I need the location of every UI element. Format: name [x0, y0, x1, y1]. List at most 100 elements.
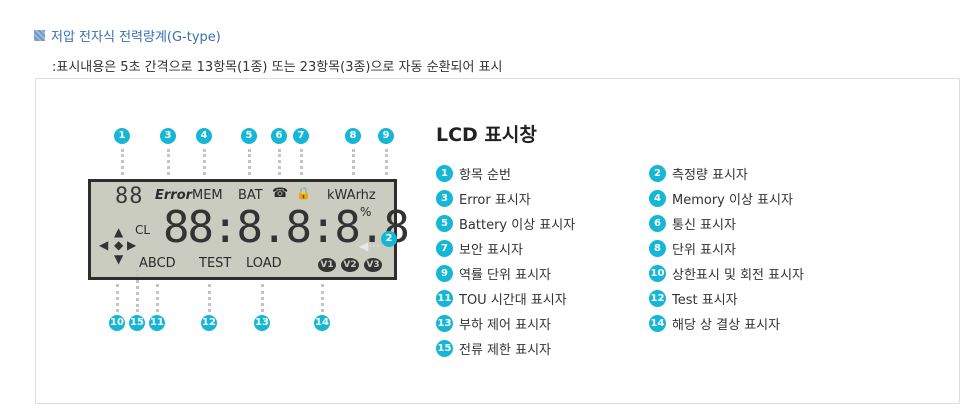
leader-line — [167, 149, 170, 175]
legend-item: 9 역률 단위 표시자 — [436, 264, 551, 283]
legend-label: Test 표시자 — [672, 293, 738, 308]
legend-item: 8 단위 표시자 — [649, 239, 736, 258]
lcd-v3: V3 — [364, 258, 382, 272]
lcd-error: Error — [155, 188, 193, 203]
leader-line — [121, 149, 124, 175]
legend-number-badge: 14 — [649, 315, 666, 332]
legend-label: 역률 단위 표시자 — [459, 268, 551, 283]
legend-number-badge: 2 — [649, 165, 666, 182]
lcd-item-number: 88 — [115, 184, 144, 209]
lcd-percent: % — [360, 205, 372, 219]
marker-13: 13 — [254, 315, 270, 331]
marker-4: 4 — [196, 128, 212, 144]
legend-number-badge: 8 — [649, 240, 666, 257]
legend-number-badge: 3 — [436, 190, 453, 207]
leader-line — [278, 149, 281, 175]
legend-label: 단위 표시자 — [672, 243, 736, 258]
rotate-center-icon: ◆ — [114, 238, 124, 252]
leader-line — [203, 149, 206, 175]
legend-item: 13 부하 제어 표시자 — [436, 314, 551, 333]
marker-10: 10 — [109, 315, 125, 331]
marker-11: 11 — [149, 315, 165, 331]
subtitle: :표시내용은 5초 간격으로 13항목(1종) 또는 23항목(3종)으로 자동… — [52, 60, 503, 75]
legend-label: TOU 시간대 표시자 — [459, 293, 567, 308]
legend-number-badge: 6 — [649, 215, 666, 232]
arrow-left-icon: ◀··· — [359, 239, 380, 253]
legend-item: 14 해당 상 결상 표시자 — [649, 314, 780, 333]
leader-line — [261, 284, 264, 312]
marker-14: 14 — [314, 315, 330, 331]
section-title-text: 저압 전자식 전력량계(G-type) — [51, 30, 221, 45]
legend-number-badge: 1 — [436, 165, 453, 182]
legend-label: 전류 제한 표시자 — [459, 343, 551, 358]
lcd-screen: 88 Error MEM BAT ☎ 🔒 kWArhz % 88:8.8:8.8… — [88, 179, 410, 280]
arrow-left-icon: ◀ — [99, 238, 109, 252]
legend-item: 4 Memory 이상 표시자 — [649, 189, 793, 208]
legend-number-badge: 7 — [436, 240, 453, 257]
marker-7: 7 — [293, 128, 309, 144]
marker-3: 3 — [160, 128, 176, 144]
legend-item: 2 측정량 표시자 — [649, 164, 748, 183]
marker-2: 2 — [381, 231, 397, 247]
marker-1: 1 — [114, 128, 130, 144]
leader-line — [156, 284, 159, 312]
lcd-v2: V2 — [341, 258, 359, 272]
legend-item: 15 전류 제한 표시자 — [436, 339, 551, 358]
lcd-bat: BAT — [238, 188, 263, 203]
lcd-load: LOAD — [246, 256, 282, 271]
legend-label: 통신 표시자 — [672, 218, 736, 233]
leader-line — [300, 149, 303, 175]
legend-number-badge: 5 — [436, 215, 453, 232]
marker-12: 12 — [201, 315, 217, 331]
legend-number-badge: 4 — [649, 190, 666, 207]
leader-line — [136, 269, 139, 312]
bullet-square-icon — [34, 30, 45, 41]
legend-item: 12 Test 표시자 — [649, 289, 738, 308]
lcd-test: TEST — [199, 256, 232, 271]
lcd-mem: MEM — [192, 188, 223, 203]
arrow-down-icon: ▼ — [114, 252, 124, 266]
lcd-v1: V1 — [318, 258, 336, 272]
marker-6: 6 — [271, 128, 287, 144]
legend-label: Battery 이상 표시자 — [459, 218, 576, 233]
leader-line — [116, 284, 119, 312]
legend-number-badge: 15 — [436, 340, 453, 357]
marker-15: 15 — [129, 315, 145, 331]
leader-line — [385, 149, 388, 175]
legend-item: 1 항목 순번 — [436, 164, 511, 183]
legend-item: 11 TOU 시간대 표시자 — [436, 289, 567, 308]
legend-number-badge: 9 — [436, 265, 453, 282]
content-panel: 88 Error MEM BAT ☎ 🔒 kWArhz % 88:8.8:8.8… — [35, 78, 960, 404]
legend-item: 6 통신 표시자 — [649, 214, 736, 233]
lcd-unit: kWArhz — [327, 188, 376, 203]
marker-8: 8 — [345, 128, 361, 144]
legend-label: 측정량 표시자 — [672, 168, 748, 183]
section-title: 저압 전자식 전력량계(G-type) — [34, 26, 221, 45]
leader-line — [248, 149, 251, 175]
legend-item: 3 Error 표시자 — [436, 189, 531, 208]
arrow-right-icon: ▶ — [127, 238, 137, 252]
legend-number-badge: 10 — [649, 265, 666, 282]
arrow-up-icon: ▲ — [114, 225, 124, 239]
lcd-cl: CL — [135, 223, 151, 237]
legend-label: 항목 순번 — [459, 168, 511, 183]
legend-label: Error 표시자 — [459, 193, 531, 208]
legend-label: 부하 제어 표시자 — [459, 318, 551, 333]
legend-number-badge: 12 — [649, 290, 666, 307]
phone-icon: ☎ — [272, 186, 289, 201]
lcd-title: LCD 표시창 — [436, 124, 537, 146]
leader-line — [321, 284, 324, 312]
legend-number-badge: 11 — [436, 290, 453, 307]
marker-5: 5 — [241, 128, 257, 144]
legend-number-badge: 13 — [436, 315, 453, 332]
lcd-main-value: 88:8.8:8.8 — [163, 202, 410, 253]
legend-label: 해당 상 결상 표시자 — [672, 318, 781, 333]
legend-label: Memory 이상 표시자 — [672, 193, 793, 208]
lcd-abcd: ABCD — [139, 256, 176, 271]
marker-9: 9 — [378, 128, 394, 144]
lock-icon: 🔒 — [296, 186, 311, 200]
legend-item: 5 Battery 이상 표시자 — [436, 214, 575, 233]
leader-line — [352, 149, 355, 175]
